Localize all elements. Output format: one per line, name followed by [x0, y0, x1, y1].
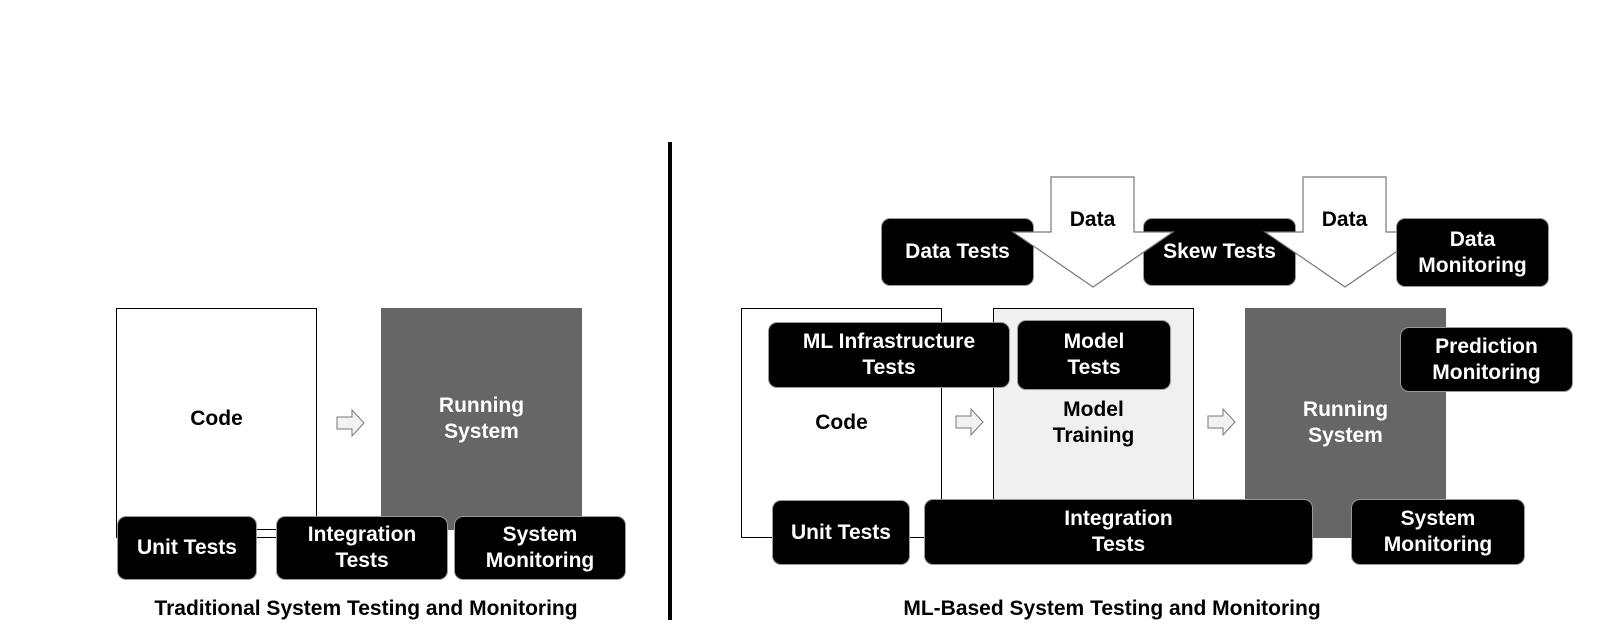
ml-skew-tests-label: Skew Tests	[1163, 240, 1276, 263]
ml-prediction-monitoring-label: Prediction Monitoring	[1432, 334, 1541, 384]
ml-model-training-label: Model Training	[1052, 398, 1135, 447]
ml-training-to-running-arrow	[1207, 407, 1236, 437]
ml-running-system-label: Running System	[1302, 398, 1389, 447]
trad-integration-tests-pill: Integration Tests	[276, 516, 448, 580]
section-divider	[668, 142, 672, 620]
trad-code-box: Code	[116, 308, 317, 530]
ml-code-to-training-arrow	[955, 407, 984, 437]
trad-unit-tests-label: Unit Tests	[137, 536, 237, 559]
ml-data-monitoring-label: Data Monitoring	[1418, 227, 1527, 277]
trad-code-to-running-arrow	[336, 408, 365, 438]
ml-integration-tests-pill: Integration Tests	[924, 499, 1313, 565]
trad-connector-unit-integration	[256, 537, 276, 538]
ml-model-tests-label: Model Tests	[1063, 330, 1125, 379]
trad-system-monitoring-label: System Monitoring	[485, 523, 595, 572]
ml-data-tests-label: Data Tests	[905, 240, 1010, 263]
ml-infrastructure-tests-label: ML Infrastructure Tests	[802, 330, 976, 379]
ml-data-label-1: Data	[1069, 208, 1116, 231]
trad-caption: Traditional System Testing and Monitorin…	[154, 597, 578, 620]
trad-system-monitoring-pill: System Monitoring	[454, 516, 626, 580]
trad-running-system-label: Running System	[438, 394, 525, 443]
trad-code-label: Code	[190, 407, 243, 430]
ml-data-arrow-1	[1011, 176, 1175, 288]
ml-data-label-2: Data	[1321, 208, 1368, 231]
ml-system-monitoring-label: System Monitoring	[1383, 507, 1493, 556]
ml-system-monitoring-pill: System Monitoring	[1351, 499, 1525, 565]
traditional-diagram: Code Running System Unit Tests Integrati…	[0, 0, 650, 643]
ml-caption: ML-Based System Testing and Monitoring	[903, 597, 1321, 620]
ml-data-monitoring-pill: Data Monitoring	[1396, 218, 1549, 287]
ml-prediction-monitoring-pill: Prediction Monitoring	[1400, 327, 1573, 392]
trad-integration-tests-label: Integration Tests	[307, 523, 417, 572]
ml-code-label: Code	[815, 411, 868, 434]
ml-integration-tests-label: Integration Tests	[1064, 507, 1173, 556]
trad-unit-tests-pill: Unit Tests	[117, 516, 257, 580]
ml-unit-tests-pill: Unit Tests	[772, 500, 910, 565]
trad-running-system-box: Running System	[381, 308, 582, 530]
ml-model-tests-pill: Model Tests	[1017, 320, 1171, 390]
ml-data-tests-pill: Data Tests	[881, 218, 1034, 286]
ml-unit-tests-label: Unit Tests	[791, 520, 891, 544]
ml-data-arrow-2	[1263, 176, 1427, 288]
ml-infrastructure-tests-pill: ML Infrastructure Tests	[768, 322, 1010, 388]
